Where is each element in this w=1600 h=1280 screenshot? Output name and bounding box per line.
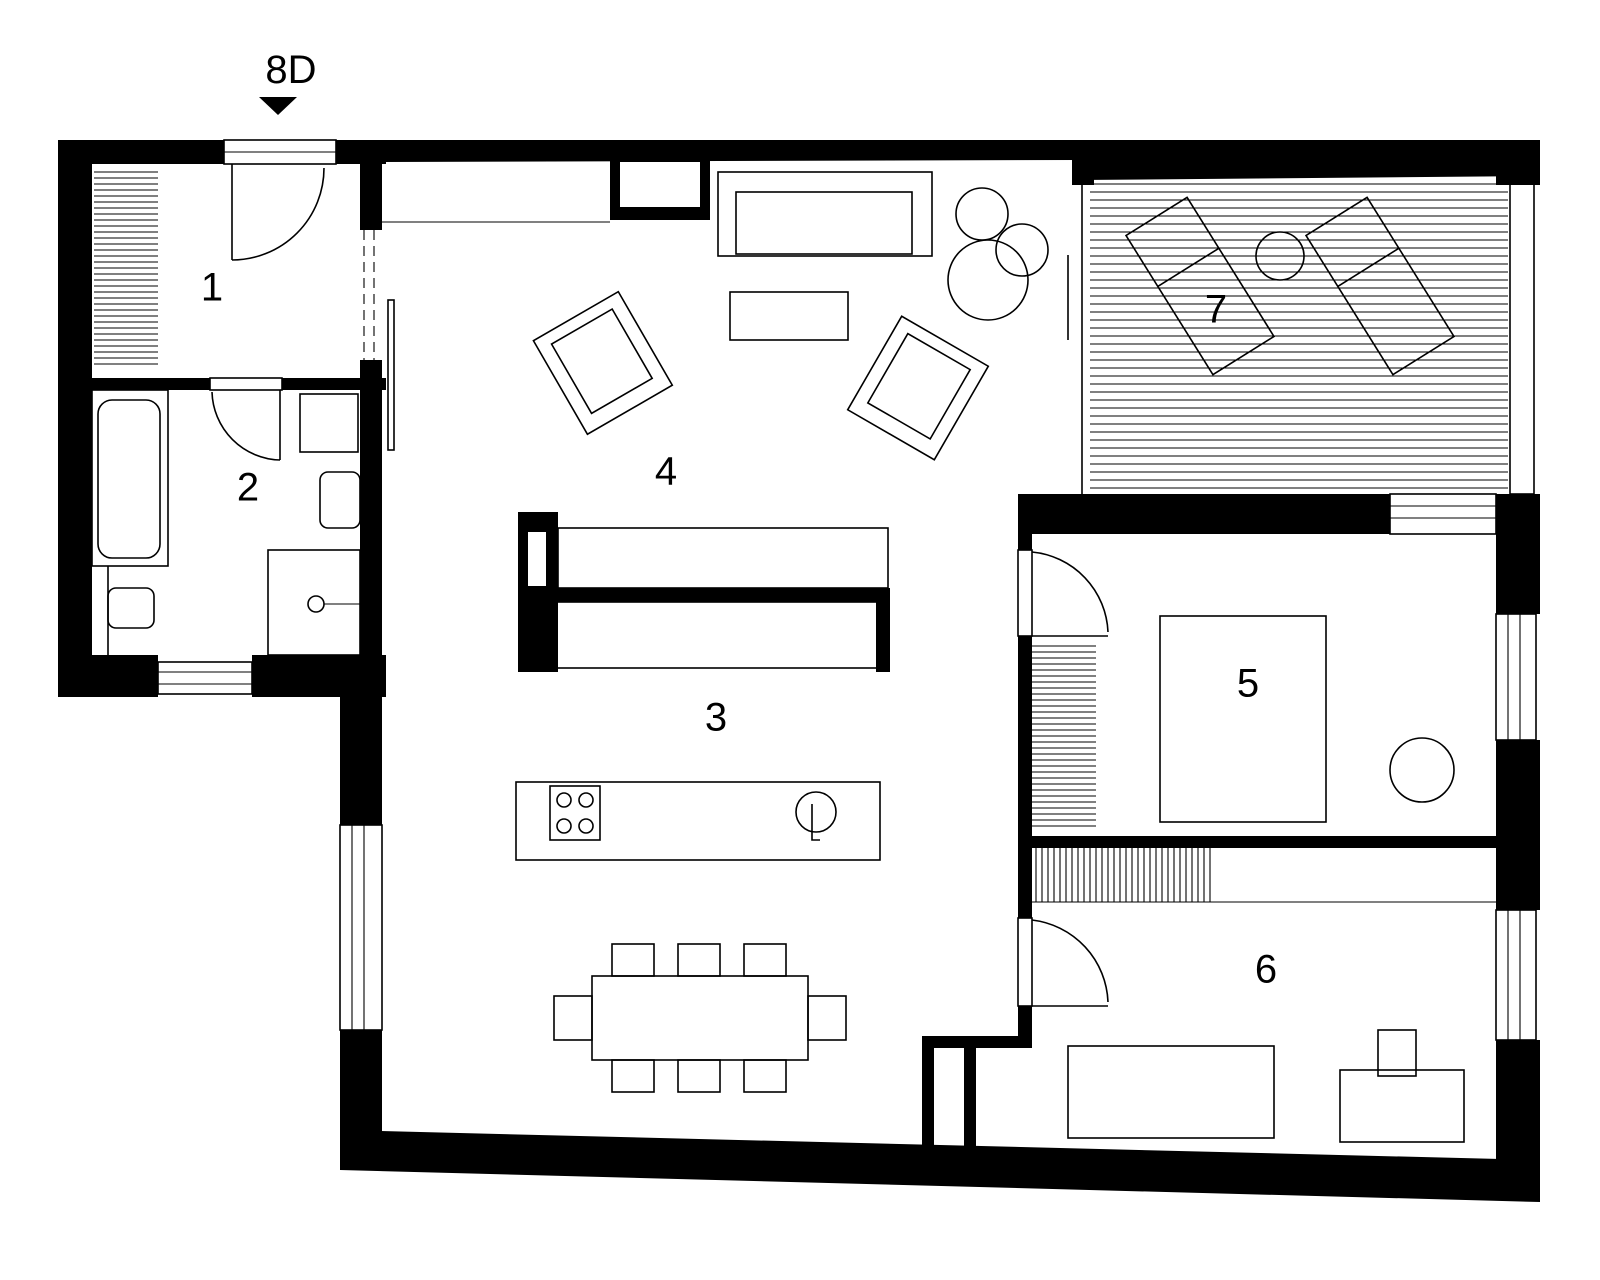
wall-main-west-a (340, 680, 382, 825)
sunlounger-icon (1304, 196, 1456, 376)
door-terrace-room5 (1389, 493, 1497, 535)
chair-icon (677, 1059, 721, 1093)
room-number: 3 (705, 696, 727, 740)
kitchen-counter (529, 601, 879, 669)
walls (58, 140, 1540, 1202)
room5-wardrobe (1032, 645, 1096, 827)
chair-icon (611, 943, 655, 977)
room-number: 7 (1205, 288, 1227, 332)
chair-icon (807, 995, 847, 1041)
wall-south-left-a (58, 655, 158, 697)
round-table-icon (1255, 231, 1305, 281)
room4-furniture (532, 171, 1049, 461)
wall-north-left (58, 140, 224, 164)
door-room5-icon (1031, 551, 1109, 637)
coffee-table (729, 291, 849, 341)
toilet-icon (319, 471, 361, 529)
cabinet (299, 393, 359, 453)
desk (1339, 1069, 1465, 1143)
door-room6-icon (1031, 919, 1109, 1007)
cooktop-icon (549, 785, 601, 841)
bed-icon (1067, 1045, 1275, 1139)
bathtub-icon (91, 389, 169, 567)
room-number: 4 (655, 450, 677, 494)
room-number: 2 (237, 466, 259, 510)
room3-furniture (515, 527, 889, 1093)
room5-furniture (1159, 615, 1455, 823)
sink-icon (795, 791, 837, 833)
doors (209, 164, 1109, 1007)
wall-east-b (1496, 740, 1540, 910)
window-west (339, 824, 383, 1031)
door-room2-icon (211, 390, 281, 461)
window-room6 (1495, 909, 1537, 1041)
wall-east-top (1496, 140, 1540, 185)
windows (157, 139, 1537, 1041)
chairs (553, 943, 847, 1093)
wall-main-south (340, 1130, 1540, 1202)
unit-label: 8D (265, 48, 316, 92)
room-labels: 1 2 3 4 5 6 7 (201, 266, 1277, 992)
armchair-left-icon (532, 290, 674, 436)
wall-room5-west-a (1018, 514, 1032, 550)
wall-east-a (1496, 494, 1540, 614)
kitchen-island (515, 781, 881, 861)
sliding-door (387, 299, 395, 451)
drain-icon (307, 595, 325, 613)
wall-room2-east (360, 360, 382, 655)
wall-room6-west-a (1018, 848, 1032, 918)
plant-icon (955, 187, 1009, 241)
sofa-icon (717, 171, 933, 257)
armchair-right-icon (846, 315, 990, 461)
kitchen-counter-top (557, 527, 889, 589)
terrace-decking (1090, 183, 1508, 489)
room2-fixtures (91, 389, 361, 656)
partition-wall (518, 588, 888, 602)
closet-mid (964, 1036, 976, 1146)
wall-room5-west-b (1018, 636, 1032, 836)
chair-icon (611, 1059, 655, 1093)
closet-left (922, 1036, 934, 1146)
closet-top (922, 1036, 1032, 1048)
bidet-icon (107, 587, 155, 629)
room1-wardrobe (94, 171, 158, 365)
wall-main-north (382, 140, 1540, 180)
door-entry-icon (231, 164, 325, 261)
chair-icon (743, 943, 787, 977)
entrance-marker: 8D (259, 48, 317, 115)
terrace-furniture (1124, 196, 1456, 376)
room-number: 1 (201, 266, 223, 310)
window-terrace (1509, 183, 1535, 495)
sunlounger-icon (1124, 196, 1276, 376)
chair-icon (743, 1059, 787, 1093)
wall-room5-room6 (1018, 836, 1496, 848)
room6-wardrobe (1035, 848, 1211, 902)
side-table-icon (1389, 737, 1455, 803)
wall-room1-room2-a (92, 378, 210, 390)
wall-room1-east-a (360, 140, 382, 230)
window-room5 (1495, 613, 1537, 741)
room6-furniture (1032, 901, 1496, 1143)
shower-tray (267, 549, 361, 656)
window-room2 (157, 661, 253, 695)
wall-east-c (1496, 1040, 1540, 1200)
chair-icon (1377, 1029, 1417, 1077)
chair-icon (677, 943, 721, 977)
room-number: 5 (1237, 662, 1259, 706)
dining-table (591, 975, 809, 1061)
wall-west (58, 140, 92, 697)
room-number: 6 (1255, 948, 1277, 992)
chair-icon (553, 995, 593, 1041)
bed-icon (1159, 615, 1327, 823)
wall-north-corner (1072, 140, 1094, 185)
entrance-arrow-icon (259, 97, 297, 115)
